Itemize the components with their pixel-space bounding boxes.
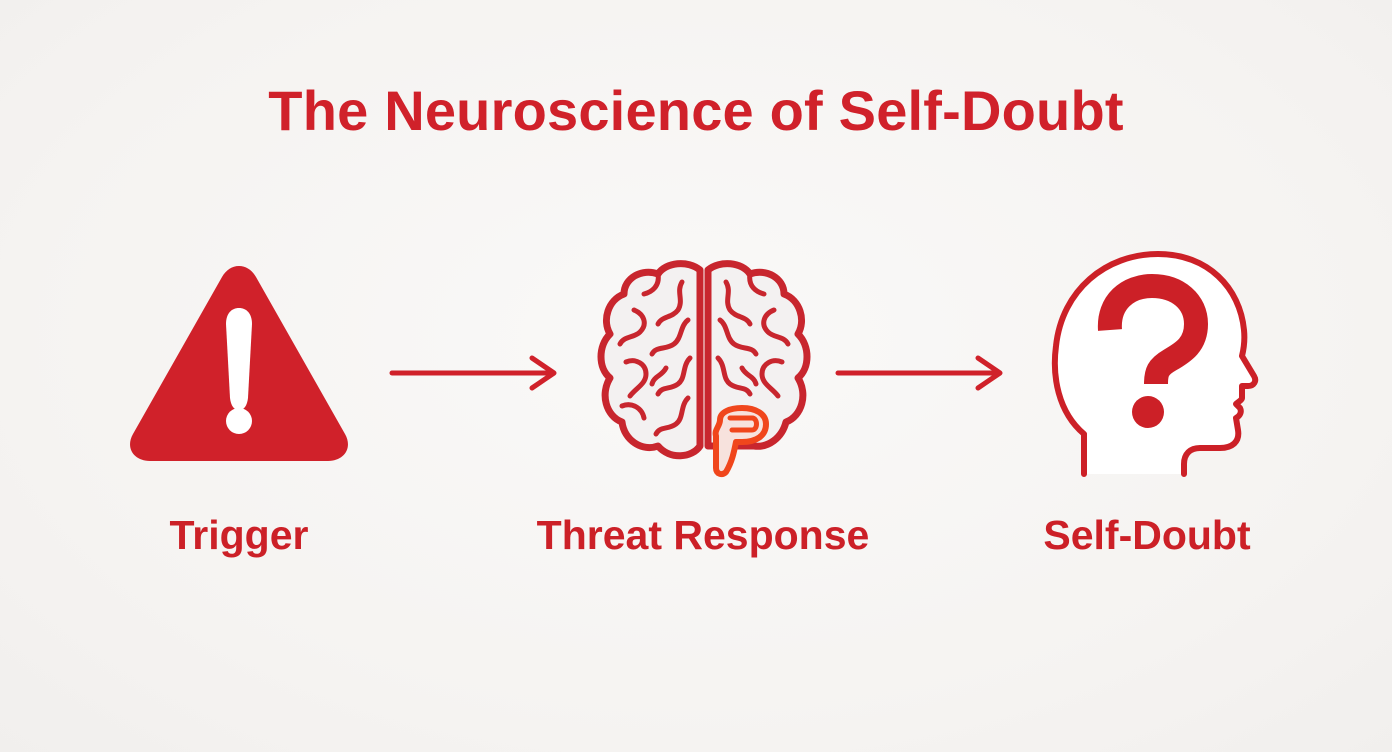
- head-question-icon: [1051, 251, 1259, 477]
- step-label-self-doubt: Self-Doubt: [1043, 512, 1251, 558]
- step-label-trigger: Trigger: [169, 512, 309, 558]
- arrow-right-icon: [835, 355, 1003, 391]
- arrow-right-icon: [389, 355, 557, 391]
- page-title: The Neuroscience of Self-Doubt: [268, 79, 1124, 142]
- warning-triangle-icon: [130, 266, 348, 461]
- brain-icon: [597, 260, 811, 478]
- step-label-threat-response: Threat Response: [536, 512, 870, 558]
